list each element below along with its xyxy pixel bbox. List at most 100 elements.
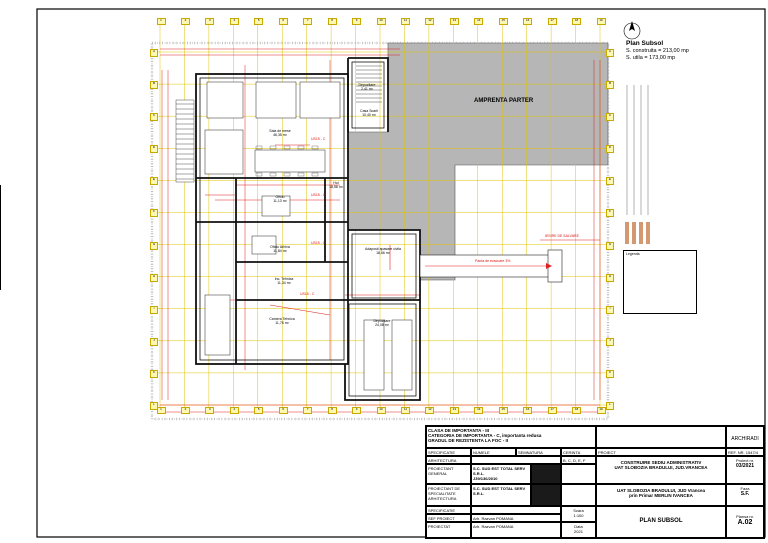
- grid-bubble: 1: [156, 18, 166, 25]
- grid-bubble: 4: [229, 18, 239, 25]
- grid-bubble: 12: [425, 18, 435, 25]
- sheet-label: Plansa nr.: [736, 513, 754, 519]
- grid-bubble: 16: [523, 18, 533, 25]
- grid-bubble: K: [150, 369, 158, 378]
- row-sef-proiect: SEF PROIECT: [426, 514, 471, 522]
- person-1: Arh. Razvan POMANA: [471, 514, 561, 522]
- grid-bubble: B: [150, 81, 158, 90]
- project-number: 03/2021: [735, 462, 755, 469]
- grid-bubble: 8: [327, 18, 337, 25]
- grid-bubble: G: [150, 241, 158, 250]
- date-label: Data: [574, 523, 583, 529]
- grid-bubble: J: [150, 337, 158, 346]
- grid-bubble: D: [606, 145, 614, 154]
- firm-reg: J39/136/2010: [473, 475, 498, 481]
- grid-bubble: F: [606, 209, 614, 218]
- legend-table: Legenda: [623, 250, 697, 314]
- sheet-number: A.02: [737, 518, 753, 526]
- grid-bubble: 5: [254, 18, 264, 25]
- grid-bubble: 2: [180, 407, 190, 414]
- date-value: 2021: [574, 528, 583, 534]
- building-walls: [195, 57, 421, 401]
- grid-bubble: 9: [352, 18, 362, 25]
- annotation: US15 - C: [311, 137, 326, 141]
- grid-bubble: 7: [303, 18, 313, 25]
- grid-bubble: 6: [278, 18, 288, 25]
- project-number-label: Proiect nr.: [735, 457, 754, 463]
- grid-bubble: H: [606, 273, 614, 282]
- stairs-left: [175, 99, 195, 183]
- grid-bubble: 10: [376, 18, 386, 25]
- annotation: Panta de evacuare 3%: [475, 259, 511, 263]
- grid-bubble: 11: [400, 407, 410, 414]
- grid-bubble: J: [606, 337, 614, 346]
- grid-bubble: 13: [449, 407, 459, 414]
- grid-bubble: 8: [327, 407, 337, 414]
- importance-class: CLASA DE IMPORTANTA - III: [428, 427, 489, 433]
- grid-bubble: F: [150, 209, 158, 218]
- grid-bubble: 1: [156, 407, 166, 414]
- row-proiectat: PROIECTAT: [426, 522, 471, 538]
- phase-value: S.F.: [740, 490, 750, 497]
- grid-bubble: 3: [205, 407, 215, 414]
- beneficiar: UAT SLOBOZIA BRADULUI, JUD Vrancea: [616, 488, 705, 493]
- annotation: US15 - C: [311, 193, 326, 197]
- grid-bubble: B: [606, 81, 614, 90]
- grid-bubble: 5: [254, 407, 264, 414]
- beneficiar-2: prin Primar MERLIN IVANCEA: [629, 493, 693, 498]
- grid-bubble: C: [150, 113, 158, 122]
- firm-name: S.C. SUD EST TOTAL SERV S.R.L.: [473, 465, 526, 476]
- grid-bubble: L: [606, 402, 614, 410]
- north-arrow-icon: [623, 21, 641, 40]
- footprint-label: AMPRENTA PARTER: [474, 98, 534, 104]
- proiect-label: PROIECT: [596, 448, 726, 456]
- project-location: UAT SLOBOZIA BRADULUI, JUD.VRANCEA: [614, 465, 708, 470]
- person-2: Arh. Razvan POMANA: [471, 522, 561, 538]
- row-spec-2: SPECIFICATIE: [426, 506, 471, 514]
- cerinta-value: B, C, D, E, F: [561, 456, 596, 464]
- grid-bubble: D: [150, 145, 158, 154]
- project-name: CONSTRUIRE SEDIU ADMINISTRATIV: [620, 460, 702, 465]
- importance-category: CATEGORIA DE IMPORTANTA - C, importanta …: [428, 432, 542, 438]
- grid-bubble: 9: [352, 407, 362, 414]
- grid-bubble: K: [606, 369, 614, 378]
- grid-bubble: C: [606, 113, 614, 122]
- grid-bubble: 11: [400, 18, 410, 25]
- plan-title: Plan Subsol: [626, 40, 664, 47]
- grid-bubble: 10: [376, 407, 386, 414]
- grid-bubble: 2: [180, 18, 190, 25]
- useful-area: S. utila = 173,00 mp: [626, 55, 676, 61]
- grid-bubble: 18: [572, 18, 582, 25]
- row-proiectant-general: PROIECTANT GENERAL: [426, 464, 471, 484]
- grid-bubble: 12: [425, 407, 435, 414]
- col-specificatie: SPECIFICATIE: [426, 448, 471, 456]
- title-block: CLASA DE IMPORTANTA - III CATEGORIA DE I…: [425, 425, 765, 539]
- row-arhitectura: ARHITECTURA: [426, 456, 471, 464]
- furniture: [204, 81, 413, 391]
- ref-label: REF. NR. 1547/4: [726, 448, 764, 456]
- grid-bubble: 14: [474, 18, 484, 25]
- annotation: US15 - C: [311, 241, 326, 245]
- scale-value: 1:100: [573, 512, 584, 518]
- grid-bubble: 19: [596, 18, 606, 25]
- grid-bubble: 4: [229, 407, 239, 414]
- grid-bubble: G: [606, 241, 614, 250]
- grid-bubble: 17: [547, 18, 557, 25]
- grid-bubble: 15: [498, 407, 508, 414]
- grid-bubble: H: [150, 273, 158, 282]
- grid-bubble: I: [150, 305, 158, 314]
- fire-resistance: GRADUL DE REZISTENTA LA FOC - II: [428, 438, 508, 444]
- firm-name-2: S.C. SUD EST TOTAL SERV S.R.L.: [471, 484, 531, 506]
- col-numele: NUMELE: [471, 448, 516, 456]
